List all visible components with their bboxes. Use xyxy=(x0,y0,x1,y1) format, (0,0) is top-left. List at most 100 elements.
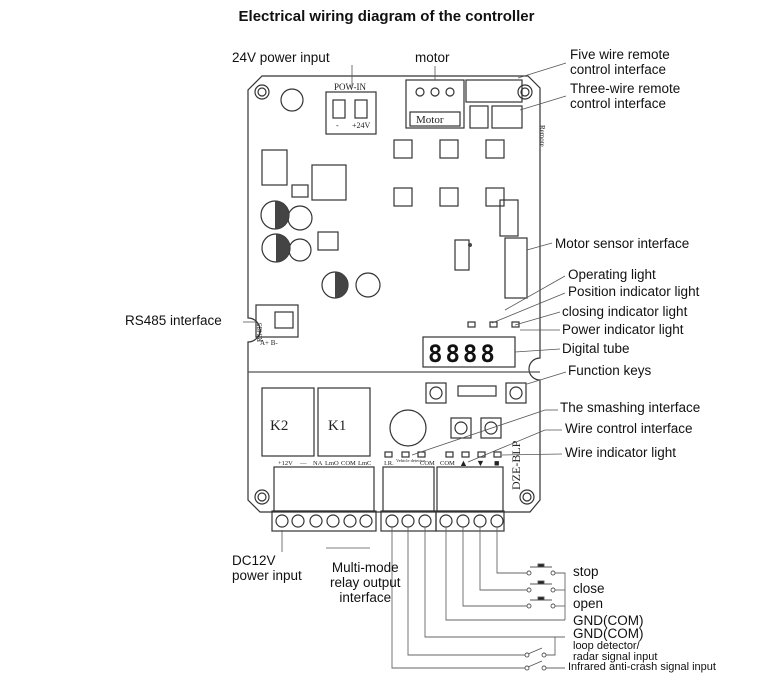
board-part xyxy=(519,95,567,111)
rs485-connector xyxy=(255,304,299,338)
board-part xyxy=(261,149,288,186)
board-part xyxy=(354,99,368,119)
board-part xyxy=(317,231,339,251)
wiring-open: open xyxy=(573,596,604,611)
board-text: LmC xyxy=(358,460,371,467)
board-part xyxy=(309,514,323,528)
board-part xyxy=(257,492,267,502)
wiring-gnd-1: GND(COM) xyxy=(573,613,644,628)
board-part xyxy=(526,371,567,385)
relay-k1 xyxy=(317,387,371,457)
board-text: COM xyxy=(341,460,356,467)
board-part xyxy=(391,527,525,669)
wiring-gnd-2: GND(COM) xyxy=(573,626,644,641)
board-part xyxy=(550,570,556,576)
board-part xyxy=(407,527,525,656)
board-text: A+ B- xyxy=(260,339,278,347)
board-part xyxy=(335,272,348,298)
board-part xyxy=(276,234,290,262)
board-part xyxy=(467,321,476,328)
board-text-motor: Motor xyxy=(416,114,444,126)
board-part xyxy=(509,386,523,400)
board-part xyxy=(275,201,289,229)
board-part xyxy=(415,87,425,97)
push-buttons xyxy=(524,563,556,671)
leader-lines xyxy=(243,62,567,552)
board-text: Vehicle detector xyxy=(396,458,426,463)
board-part xyxy=(424,527,565,638)
board-part xyxy=(409,111,461,127)
function-key-stop xyxy=(480,417,502,439)
board-part xyxy=(504,275,566,311)
label-wire-indicator: Wire indicator light xyxy=(565,445,677,460)
board-part xyxy=(411,409,546,456)
board-part xyxy=(527,647,543,655)
wiring-stop: stop xyxy=(573,564,599,579)
board-part xyxy=(287,205,313,231)
relay-terminal-block xyxy=(273,466,375,512)
board-text: ▲ xyxy=(459,458,468,468)
board-text-k2: K2 xyxy=(270,418,288,434)
function-key-menu xyxy=(505,382,527,404)
board-part xyxy=(439,187,459,207)
board-part xyxy=(496,527,527,574)
mount-hole xyxy=(254,489,270,505)
board-part xyxy=(485,187,505,207)
board-part xyxy=(332,99,346,119)
board-part xyxy=(490,514,504,528)
digital-tube-digits: 8888 xyxy=(428,340,498,368)
board-part xyxy=(469,105,489,129)
board-text: - xyxy=(336,121,339,130)
label-position-light: Position indicator light xyxy=(568,284,700,299)
board-part xyxy=(527,660,543,668)
board-part xyxy=(467,429,546,463)
board-part xyxy=(288,238,312,262)
board-part xyxy=(541,652,547,658)
board-part xyxy=(541,665,547,671)
board-part xyxy=(385,514,399,528)
label-motor: motor xyxy=(415,50,450,65)
label-digital-tube: Digital tube xyxy=(562,341,630,356)
diagram-title: Electrical wiring diagram of the control… xyxy=(238,8,535,25)
board-text: LmO xyxy=(325,460,339,467)
label-smashing-interface: The smashing interface xyxy=(560,400,701,415)
wiring-loop-detector: loop detector/radar signal input xyxy=(573,640,658,663)
pow-in-connector xyxy=(325,91,377,135)
board-part xyxy=(326,514,340,528)
board-part xyxy=(526,570,532,576)
label-motor-sensor: Motor sensor interface xyxy=(555,236,690,251)
board-part xyxy=(550,587,556,593)
board-part xyxy=(514,348,561,353)
board-part xyxy=(491,292,566,324)
board-part xyxy=(445,87,455,97)
label-function-keys: Function keys xyxy=(568,363,652,378)
label-closing-light: closing indicator light xyxy=(562,304,688,319)
label-wire-control: Wire control interface xyxy=(565,421,693,436)
board-text: I.R. xyxy=(384,460,394,467)
board-part xyxy=(473,514,487,528)
board-part xyxy=(526,587,532,593)
board-part xyxy=(291,184,309,198)
mount-hole xyxy=(254,84,270,100)
board-part xyxy=(274,311,294,329)
board-part xyxy=(401,514,415,528)
mount-hole xyxy=(519,489,535,505)
board-part xyxy=(520,87,530,97)
board-part xyxy=(439,514,453,528)
board-part xyxy=(456,514,470,528)
board-part xyxy=(429,386,443,400)
board-part xyxy=(271,510,377,532)
board-part xyxy=(430,87,440,97)
board-part xyxy=(445,451,454,458)
label-24v-power-input: 24V power input xyxy=(232,50,330,65)
board-text-pow-in: POW-IN xyxy=(334,82,366,92)
board-part xyxy=(526,603,532,609)
board-part xyxy=(499,199,519,237)
board-part xyxy=(384,451,393,458)
control-terminal-block xyxy=(436,466,504,512)
five-wire-remote-connector xyxy=(465,79,523,103)
function-key-down xyxy=(450,417,472,439)
